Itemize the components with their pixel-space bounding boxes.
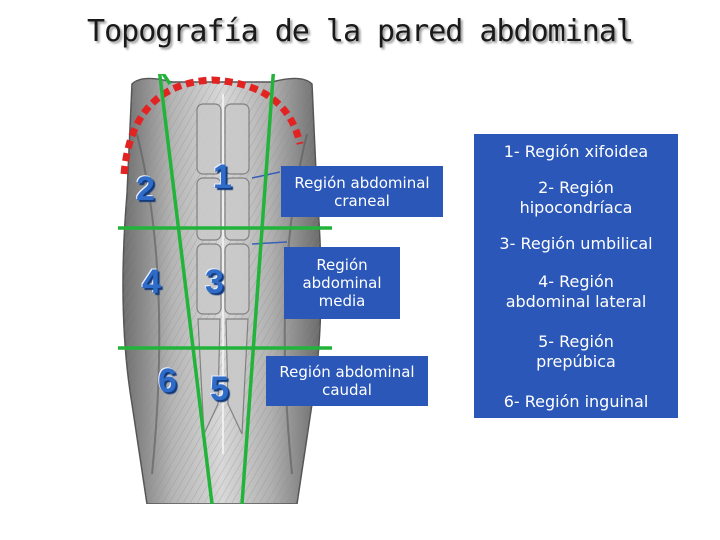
box-media-line2: abdominal: [302, 274, 382, 292]
box-caudal-line1: Región abdominal: [279, 363, 415, 381]
box-media-line3: media: [318, 292, 366, 310]
legend-item-5-line1: 5- Región: [538, 332, 614, 351]
region-number-5: 5: [210, 370, 229, 408]
legend-item-6: 6- Región inguinal: [503, 392, 649, 411]
box-media-line1: Región: [316, 256, 368, 274]
legend-item-2-line2: hipocondríaca: [519, 198, 633, 217]
legend-item-3: 3- Región umbilical: [499, 234, 653, 253]
legend-item-5-line2: prepúbica: [536, 352, 616, 371]
region-number-1: 1: [213, 158, 232, 196]
box-caudal-line2: caudal: [322, 381, 372, 399]
legend-item-2: 2- Región hipocondríaca: [474, 178, 678, 218]
legend-item-4: 4- Región abdominal lateral: [474, 272, 678, 312]
legend-panel: 1- Región xifoidea 2- Región hipocondría…: [474, 134, 678, 418]
legend-item-1: 1- Región xifoidea: [503, 142, 649, 161]
region-number-2: 2: [136, 170, 155, 208]
legend-item-4-line2: abdominal lateral: [505, 292, 647, 311]
region-number-3: 3: [205, 263, 224, 301]
legend-item-5: 5- Región prepúbica: [474, 332, 678, 372]
region-number-4: 4: [142, 263, 161, 301]
box-region-caudal: Región abdominal caudal: [266, 356, 428, 406]
box-region-craneal: Región abdominal craneal: [281, 166, 443, 217]
page-title: Topografía de la pared abdominal: [87, 14, 634, 49]
region-number-6: 6: [158, 362, 177, 400]
box-region-media: Región abdominal media: [284, 247, 400, 319]
box-craneal-line2: craneal: [334, 191, 390, 210]
legend-item-4-line1: 4- Región: [538, 272, 614, 291]
box-craneal-line1: Región abdominal: [294, 173, 430, 192]
legend-item-2-line1: 2- Región: [538, 178, 614, 197]
